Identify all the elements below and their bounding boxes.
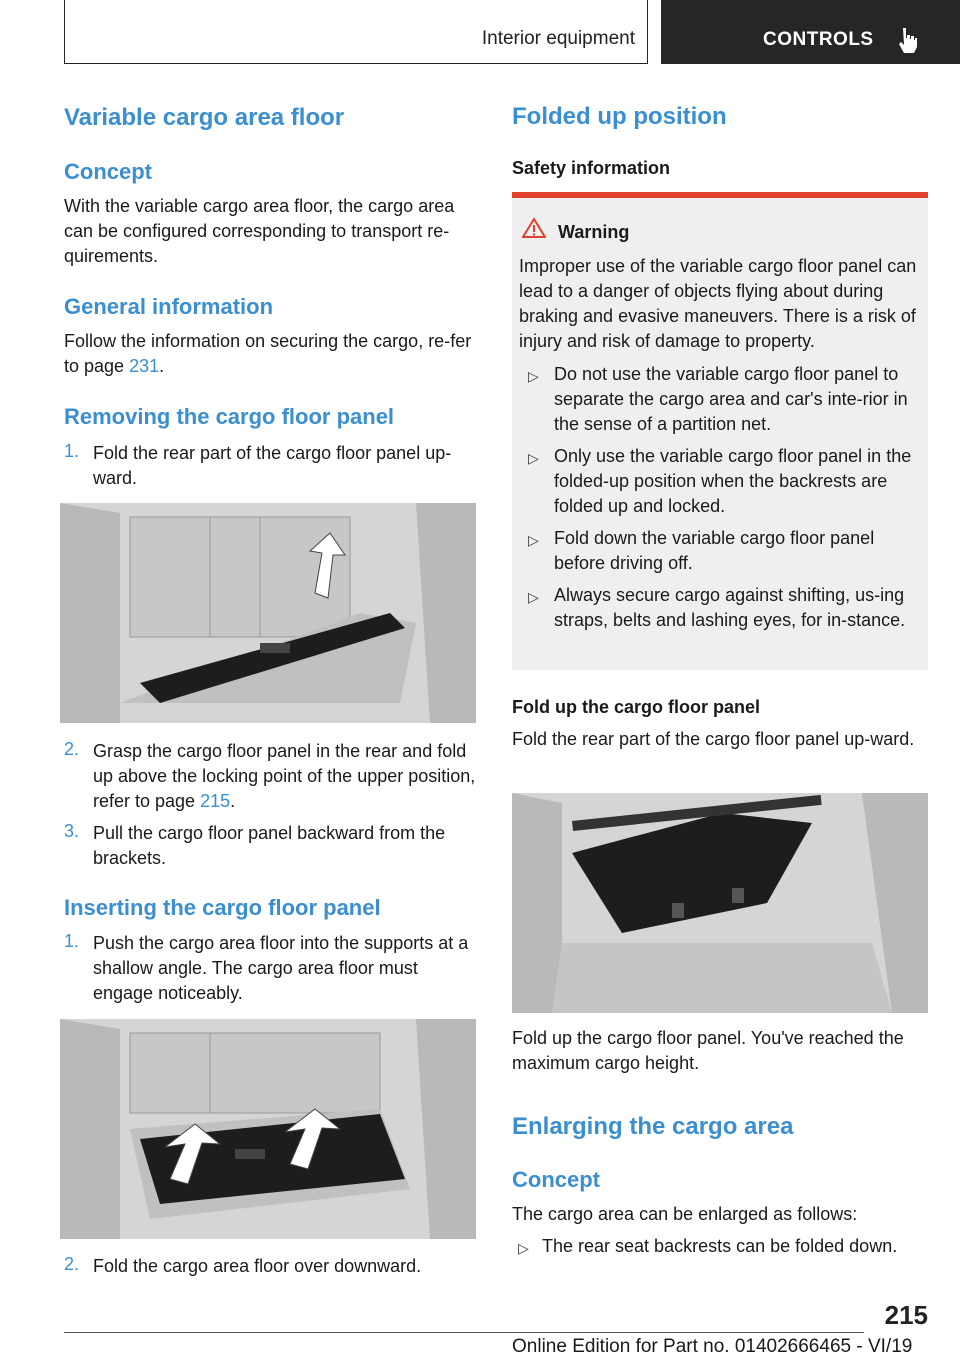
bullet-icon: ▷ [528,532,539,548]
heading-enlarging-cargo-area: Enlarging the cargo area [512,1113,794,1140]
heading-general-information: General information [64,294,274,319]
bullet-icon: ▷ [518,1240,529,1256]
page-link-231[interactable]: 231 [129,356,160,376]
page-link-215[interactable]: 215 [200,791,231,811]
bullet-icon: ▷ [528,589,539,605]
cargo-floor-folded-up-image [512,793,928,1013]
heading-concept-right: Concept [512,1167,600,1192]
step-number: 1. [64,441,80,461]
concept-text: With the variable cargo area floor, the … [64,196,455,266]
fold-up-caption: Fold up the cargo floor panel. You've re… [512,1028,904,1073]
heading-concept: Concept [64,159,152,184]
bullet-icon: ▷ [528,368,539,384]
page-number: 215 [884,1300,928,1330]
page-title-variable-cargo-floor: Variable cargo area floor [64,104,345,131]
removing-step-1: Fold the rear part of the cargo floor pa… [93,443,452,488]
warning-bullet-1: Do not use the variable cargo floor pane… [554,364,908,434]
inserting-step-1: Push the cargo area floor into the suppo… [93,933,469,1003]
step-number: 1. [64,931,80,951]
warning-label: Warning [558,222,630,242]
removing-step-3: Pull the cargo floor panel backward from… [93,823,446,868]
heading-folded-up-position: Folded up position [512,103,727,130]
cargo-floor-removal-image [60,503,476,723]
bullet-icon: ▷ [528,450,539,466]
header-chapter: CONTROLS [763,29,874,50]
removing-step-2: Grasp the cargo floor panel in the rear … [93,741,476,811]
inserting-step-2: Fold the cargo area floor over downward. [93,1256,422,1276]
header-section-box: Interior equipment [64,0,648,64]
footer-edition: Online Edition for Part no. 01402666465 … [512,1336,913,1357]
enlarge-concept-text: The cargo area can be enlarged as follow… [512,1204,858,1224]
warning-bullet-4: Always secure cargo against shifting, us… [554,585,906,630]
warning-bar [512,192,928,198]
warning-bullet-2: Only use the variable cargo floor panel … [554,446,912,516]
cargo-floor-insertion-image [60,1019,476,1239]
general-text: Follow the information on securing the c… [64,331,472,376]
heading-safety-information: Safety information [512,158,671,178]
heading-fold-up-panel: Fold up the cargo floor panel [512,697,761,717]
warning-text: Improper use of the variable cargo floor… [519,256,917,351]
header-chapter-box: CONTROLS [661,0,960,64]
enlarge-bullet-1: The rear seat backrests can be folded do… [542,1236,898,1256]
heading-removing-panel: Removing the cargo floor panel [64,404,395,429]
fold-up-text: Fold the rear part of the cargo floor pa… [512,729,915,749]
heading-inserting-panel: Inserting the cargo floor panel [64,895,381,920]
warning-triangle-icon [522,218,546,238]
footer-divider [64,1332,864,1333]
pointing-hand-icon [899,28,917,53]
step-number: 2. [64,739,80,759]
warning-box: Warning Improper use of the variable car… [512,192,928,670]
warning-bullet-3: Fold down the variable cargo floor panel… [554,528,875,573]
step-number: 3. [64,821,80,841]
step-number: 2. [64,1254,80,1274]
header-section: Interior equipment [481,28,635,49]
